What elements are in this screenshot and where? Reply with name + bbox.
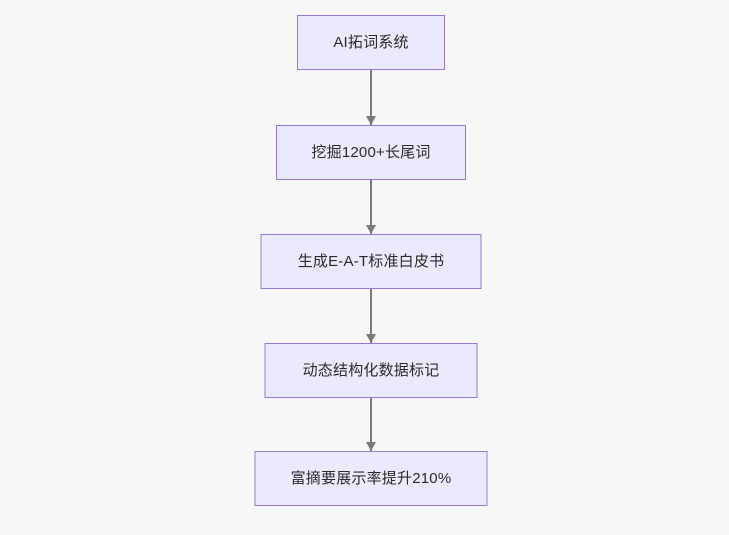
arrowhead-down-icon xyxy=(366,442,376,451)
flow-node-label: AI拓词系统 xyxy=(333,33,409,51)
flow-node[interactable]: 富摘要展示率提升210% xyxy=(254,451,488,506)
arrowhead-down-icon xyxy=(366,334,376,343)
arrowhead-down-icon xyxy=(366,225,376,234)
connector-line xyxy=(370,70,372,125)
connector-line xyxy=(370,180,372,234)
flow-node[interactable]: 挖掘1200+长尾词 xyxy=(276,125,466,180)
flow-node[interactable]: 生成E-A-T标准白皮书 xyxy=(260,234,482,289)
flow-node[interactable]: AI拓词系统 xyxy=(297,15,445,70)
connector-line xyxy=(370,289,372,343)
arrowhead-down-icon xyxy=(366,116,376,125)
connector-line xyxy=(370,398,372,451)
flow-node-label: 动态结构化数据标记 xyxy=(302,361,440,379)
flow-node-label: 富摘要展示率提升210% xyxy=(290,469,452,487)
flow-node-label: 生成E-A-T标准白皮书 xyxy=(297,252,445,270)
flow-node-label: 挖掘1200+长尾词 xyxy=(311,143,431,161)
flow-node[interactable]: 动态结构化数据标记 xyxy=(264,343,478,398)
